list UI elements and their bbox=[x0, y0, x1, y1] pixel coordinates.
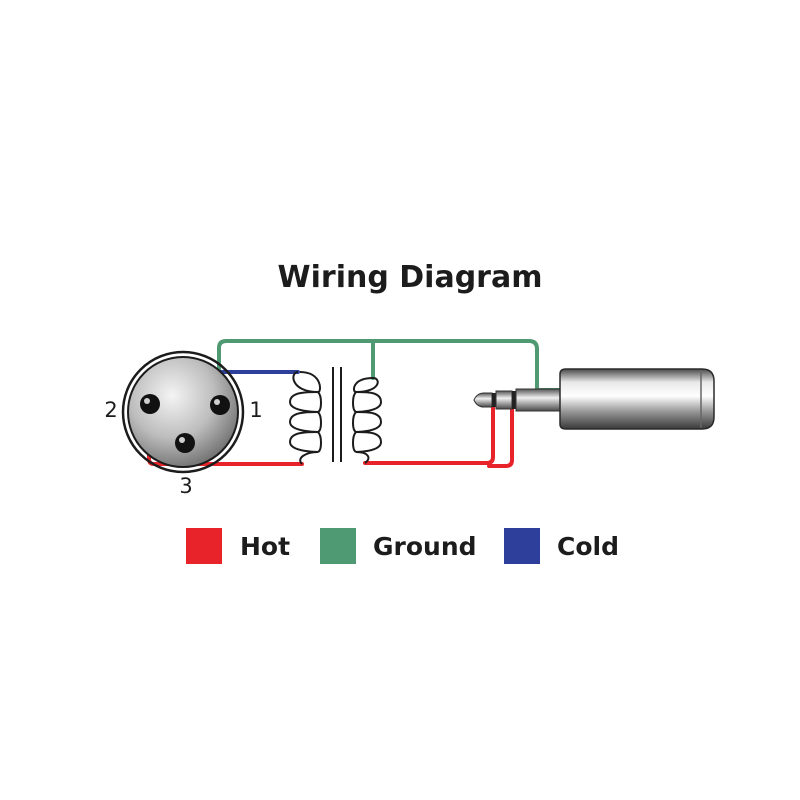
trs-jack bbox=[473, 368, 715, 430]
jack-barrel bbox=[559, 368, 715, 430]
legend-label-ground: Ground bbox=[373, 532, 477, 561]
pin-label-3: 3 bbox=[179, 474, 192, 498]
pin-label-1: 1 bbox=[249, 398, 262, 422]
xlr-pin-1 bbox=[210, 395, 230, 415]
pin-label-2: 2 bbox=[104, 398, 117, 422]
legend-swatch-hot bbox=[186, 528, 222, 564]
transformer bbox=[288, 367, 383, 465]
legend-label-hot: Hot bbox=[240, 532, 290, 561]
primary-coil bbox=[288, 371, 319, 465]
jack-ring bbox=[495, 390, 513, 410]
xlr-pin-2 bbox=[140, 394, 160, 414]
xlr-pin-3 bbox=[175, 433, 195, 453]
hot-wire-secondary bbox=[363, 403, 495, 465]
legend-swatch-ground bbox=[320, 528, 356, 564]
legend-label-cold: Cold bbox=[557, 532, 619, 561]
xlr-connector bbox=[121, 350, 245, 474]
jack-sleeve bbox=[515, 388, 565, 412]
secondary-coil bbox=[355, 377, 383, 464]
jack-tip bbox=[473, 392, 493, 408]
ground-wire bbox=[217, 339, 565, 407]
hot-wire-secondary-ring bbox=[487, 406, 514, 468]
legend-swatch-cold bbox=[504, 528, 540, 564]
diagram-title: Wiring Diagram bbox=[278, 260, 543, 295]
legend: Hot Ground Cold bbox=[186, 528, 619, 564]
